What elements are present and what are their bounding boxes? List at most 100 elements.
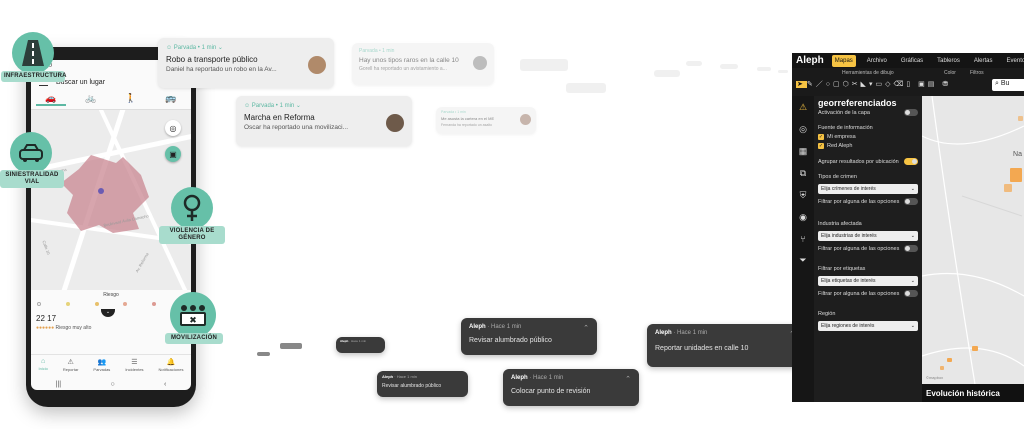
- region-label: Región: [818, 311, 836, 317]
- tab-archivo[interactable]: Archivo: [866, 57, 887, 64]
- toolbar-label: Herramientas de dibujo: [842, 70, 894, 76]
- home-circle-icon[interactable]: ○: [110, 381, 115, 388]
- incident-cluster[interactable]: [1018, 116, 1023, 121]
- filter-toggle[interactable]: [904, 245, 918, 252]
- chevron-up-icon[interactable]: ⌃: [583, 325, 589, 332]
- alert-time: Hace 1 min: [677, 330, 708, 336]
- check-icon: ✓: [818, 134, 824, 140]
- industry-label: Industria afectada: [818, 221, 862, 227]
- group-toggle[interactable]: [904, 158, 918, 165]
- notification-card-small: [757, 67, 771, 71]
- alert-time: Hace 1 min: [351, 339, 367, 343]
- phone-screen: 12:00 ▮▮▮ Buscar un lugar 🚗 🚲 🚶 🚌 Avenid…: [31, 60, 191, 390]
- cursor-icon[interactable]: ➤: [796, 81, 807, 88]
- recents-icon[interactable]: |||: [55, 381, 62, 388]
- tags-select[interactable]: Elija etiquetas de interés⌄: [818, 276, 918, 286]
- industry-select[interactable]: Elija industrias de interés⌄: [818, 231, 918, 241]
- drawing-tools[interactable]: ➤✎／○▢⬡✂◣▾▭◇⌫▯ ▣▤ ⛃: [796, 81, 952, 88]
- tab-alertas[interactable]: Alertas: [973, 57, 993, 64]
- filter-label: Filtrar por alguna de las opciones: [818, 198, 900, 205]
- tab-graficas[interactable]: Gráficas: [900, 57, 924, 64]
- incident-cluster[interactable]: [1010, 168, 1022, 182]
- notification-card[interactable]: ☺ Parvada • 1 min ⌄ Marcha en Reforma Ós…: [236, 96, 412, 146]
- back-icon[interactable]: ‹: [163, 381, 167, 388]
- mode-bus-icon[interactable]: 🚌: [165, 93, 177, 103]
- incident-cluster[interactable]: [1004, 184, 1012, 192]
- toolbar-label: Filtros: [970, 70, 984, 76]
- historical-evolution-title: Evolución histórica: [922, 384, 1024, 402]
- mode-bike-icon[interactable]: 🚲: [85, 93, 97, 103]
- alert-app: Aleph: [511, 375, 528, 381]
- mode-car-icon[interactable]: 🚗: [36, 93, 66, 106]
- region-select[interactable]: Elija regiones de interés⌄: [818, 321, 918, 331]
- panel-title: georreferenciados: [818, 98, 897, 108]
- shield-layer-icon[interactable]: ⛨: [799, 190, 807, 200]
- notification-card[interactable]: ☺ Parvada • 1 min ⌄ Robo a transporte pú…: [158, 38, 334, 88]
- crime-layer-icon[interactable]: ◎: [799, 124, 807, 134]
- alert-card[interactable]: Aleph · Hace 1 min: [336, 337, 385, 353]
- group-label: Agrupar resultados por ubicación: [818, 158, 899, 165]
- tab-parvadas[interactable]: 👥Parvadas: [93, 358, 110, 372]
- crime-label: Tipos de crimen: [818, 174, 857, 180]
- alert-header: Aleph · Hace 1 min: [469, 324, 522, 330]
- warning-layer-icon[interactable]: ⚠: [798, 102, 808, 112]
- alert-app: Aleph: [382, 374, 394, 379]
- funnel-layer-icon[interactable]: ⏷: [799, 255, 807, 265]
- chevron-down-icon: ⌄: [910, 233, 915, 239]
- incident-cluster[interactable]: [940, 366, 944, 370]
- risk-dot: [65, 302, 70, 306]
- layer-icon-column: ⚠ ◎ ▦ ⧉ ⛨ ◉ ⑂ ⏷: [792, 96, 814, 402]
- time-readout: 22 17: [36, 314, 57, 323]
- phone-map[interactable]: Avenida Reforma Boulevard Ávila Camacho …: [31, 110, 191, 290]
- tab-eventos[interactable]: Eventos contextuales: [1006, 57, 1024, 64]
- tab-incidentes[interactable]: ☰Incidentes: [125, 358, 143, 372]
- notification-source: Parvada • 1 min: [359, 48, 395, 54]
- incident-cluster[interactable]: [972, 346, 978, 351]
- source-checkbox[interactable]: ✓Red Aleph: [818, 143, 853, 149]
- tab-label: Incidentes: [125, 367, 144, 372]
- chevron-up-icon[interactable]: ⌃: [625, 376, 631, 383]
- notification-title: Marcha en Reforma: [244, 113, 315, 122]
- car-crash-icon: [10, 132, 52, 174]
- notification-card[interactable]: Parvada • 1 min Me asusta la cartera en …: [436, 107, 536, 134]
- badge-violencia-de-genero: VIOLENCIA DE GÉNERO: [159, 226, 225, 245]
- location-button[interactable]: ◎: [165, 120, 181, 136]
- mode-walk-icon[interactable]: 🚶: [125, 93, 137, 103]
- map-search-input[interactable]: ⌕ Bu: [992, 79, 1024, 91]
- tab-tableros[interactable]: Tableros: [937, 57, 960, 64]
- tab-inicio[interactable]: ⌂Inicio: [39, 358, 48, 372]
- tab-mapas[interactable]: Mapas: [831, 54, 856, 67]
- filter-toggle[interactable]: [904, 290, 918, 297]
- desktop-map[interactable]: Na ©mapbox: [922, 96, 1024, 402]
- layers-button[interactable]: ▣: [165, 146, 181, 162]
- grid-layer-icon[interactable]: ▦: [798, 146, 808, 156]
- search-icon: ⌕: [995, 80, 1001, 87]
- tab-label: Notificaciones: [158, 367, 184, 372]
- alert-card[interactable]: Aleph · Hace 1 min Colocar punto de revi…: [503, 369, 639, 406]
- eye-layer-icon[interactable]: ◉: [799, 212, 807, 222]
- alert-card[interactable]: Aleph · Hace 1 min Revisar alumbrado púb…: [461, 318, 597, 355]
- avatar: [473, 56, 487, 70]
- gender-icon: [171, 187, 213, 229]
- copy-layer-icon[interactable]: ⧉: [799, 168, 807, 178]
- search-input[interactable]: Buscar un lugar: [56, 78, 106, 86]
- tab-label: Inicio: [38, 366, 48, 371]
- badge-infraestructura: INFRAESTRUCTURA: [1, 71, 66, 83]
- incident-cluster[interactable]: [947, 358, 952, 362]
- mapbox-attribution: ©mapbox: [926, 375, 944, 380]
- filter-toggle[interactable]: [904, 198, 918, 205]
- collapse-handle[interactable]: ⌄: [101, 309, 115, 317]
- alert-card[interactable]: Aleph · Hace 1 min Reportar unidades en …: [647, 324, 803, 367]
- activation-toggle[interactable]: [904, 109, 918, 116]
- source-checkbox[interactable]: ✓Mi empresa: [818, 134, 856, 140]
- risk-dot: [152, 302, 157, 306]
- alert-card[interactable]: Aleph · Hace 1 min Revisar alumbrado púb…: [377, 371, 468, 397]
- crime-select[interactable]: Elija crímenes de interés⌄: [818, 184, 918, 194]
- tab-notificaciones[interactable]: 🔔Notificaciones: [159, 358, 184, 372]
- notification-card[interactable]: Parvada • 1 min Hay unos tipos raros en …: [352, 43, 494, 85]
- branch-layer-icon[interactable]: ⑂: [800, 234, 806, 244]
- map-label: Calle 10: [41, 239, 52, 256]
- tab-reportar[interactable]: ⚠Reportar: [63, 358, 79, 372]
- map-toolbar: Herramientas de dibujo Color Filtros ➤✎／…: [792, 68, 1024, 96]
- notification-title: Hay unos tipos raros en la calle 10: [359, 57, 459, 64]
